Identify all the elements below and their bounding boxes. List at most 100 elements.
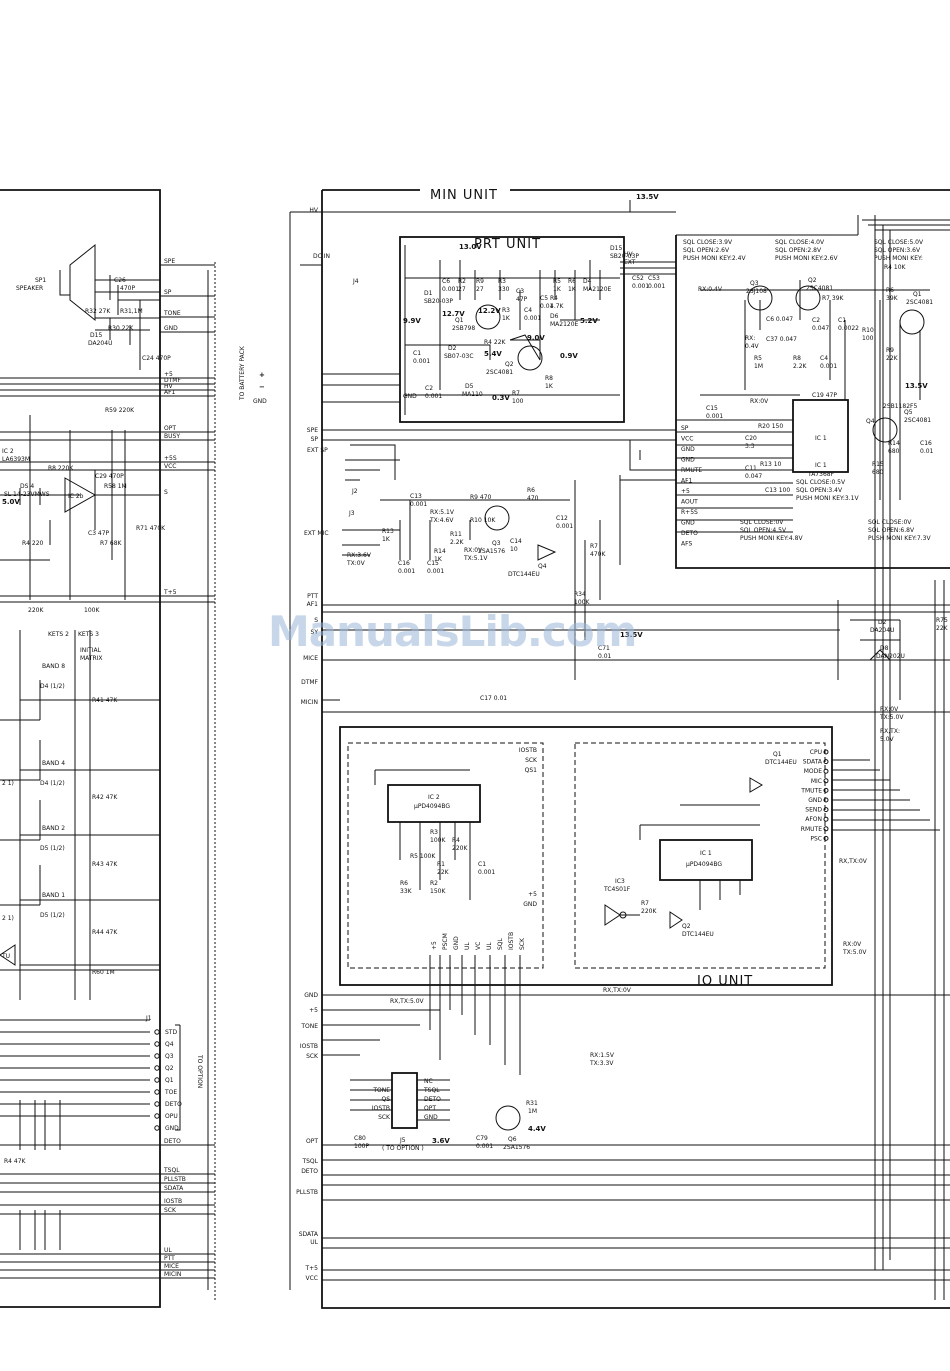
min-left-signal-label: VCC (306, 1275, 318, 1282)
q2-prt-value: 2SC4081 (486, 369, 513, 376)
r7-prt-label: R7 (512, 390, 520, 397)
r14-value: 680 (888, 448, 900, 455)
r10-value: 100 (862, 335, 874, 342)
band2-label: BAND 2 (42, 825, 65, 832)
q5-label: Q5 (904, 409, 913, 416)
d5a-label: D5 (1/2) (40, 845, 65, 852)
io-left-signal-label: SCK (525, 757, 538, 764)
io-bottom-signal-label: GND (453, 936, 460, 950)
rx04c-note: 0.4V (745, 343, 760, 350)
c37-label: C37 0.047 (766, 336, 797, 343)
j5-label: J5 (399, 1137, 406, 1144)
left-bottom-signal-label: DETO (164, 1138, 181, 1145)
d8-value: DAN202U (876, 653, 905, 660)
sql-note-line: PUSH MONI KEY: (874, 255, 923, 262)
voltage-13-5-top: 13.5V (636, 193, 659, 201)
io-bottom-signal-label: IOSTB (508, 932, 515, 950)
left-bottom-signal-label: MICE (164, 1263, 179, 1270)
r9-value: 27 (476, 286, 484, 293)
left-signal-label: +5 (164, 371, 173, 378)
c15-io-label: C15 (427, 560, 439, 567)
q3-io-value: 2SA1576 (478, 548, 505, 555)
r6-470-label: R6 (527, 487, 535, 494)
min-left-signal-label: S (314, 617, 318, 624)
c12-value: 0.001 (556, 523, 573, 530)
sql-note-line: PUSH MONI KEY:2.6V (775, 255, 838, 262)
c4-prt-label: C4 (524, 307, 532, 314)
r6-39k-value: 39K (886, 295, 899, 302)
r2-value: 27 (458, 286, 466, 293)
q1-io-value: DTC144EU (765, 759, 797, 766)
watermark: ManualsLib.com (268, 607, 636, 656)
j5-left-pin-label: SCK (378, 1114, 391, 1121)
r7-io-label: R7 (641, 900, 649, 907)
c11-label: C11 (745, 465, 757, 472)
io-unit-labels: IC 2 μPD4094BG IC 1 μPD4094BG Q1 DTC144E… (354, 751, 797, 1152)
q2-prt-label: Q2 (505, 361, 514, 368)
j1-pin (154, 1053, 160, 1059)
ic2-io-part: μPD4094BG (414, 803, 450, 810)
rxtx50-note: RX,TX:5.0V (390, 998, 425, 1005)
j1-pin-label: Q2 (165, 1065, 174, 1072)
r7-39k-label: R7 39K (822, 295, 845, 302)
kets3-label: KETS 3 (78, 631, 99, 638)
io-bottom-signal-label: PSCM (442, 933, 449, 950)
c14-value: 10 (510, 546, 518, 553)
min-bus-signal-label: DETO (681, 530, 698, 537)
left-bottom-signal-label: PTT (164, 1255, 175, 1262)
left-signal-label: TONE (163, 310, 181, 317)
sql-note-line: SQL CLOSE:4.0V (775, 239, 825, 246)
j1-pin (154, 1077, 160, 1083)
left-signal-label: DTMF (164, 377, 181, 384)
r14-min-value: 1K (434, 556, 443, 563)
r60-label: R60 1M (92, 969, 115, 976)
r32-label: R32 27K (85, 308, 111, 315)
c21-label: 2 1) (2, 780, 14, 787)
left-bottom-signal-label: UL (164, 1247, 172, 1254)
matrix-label: MATRIX (80, 655, 103, 662)
r7-prt-value: 100 (512, 398, 524, 405)
min-left-signal-label: DTMF (301, 679, 318, 686)
r1-io-value: 22K (437, 869, 450, 876)
voltage-5-4: 5.4V (484, 350, 502, 358)
j1-pin-label: Q1 (165, 1077, 174, 1084)
io-bottom-signal-label: SQL (497, 937, 504, 950)
r5-io-label: R5 100K (410, 853, 436, 860)
r9-470-label: R9 470 (470, 494, 492, 501)
min-bus-signal-label: R+5S (681, 509, 698, 516)
r71-label: R71 470K (136, 525, 166, 532)
q2-min-label: Q2 (808, 277, 817, 284)
left-board-labels: SP1 SPEAKER C26 470P R32 27K R31,1M R30 … (1, 277, 203, 1165)
voltage-13-5-mid: 13.5V (905, 382, 928, 390)
tx51-note: TX:5.1V (463, 555, 488, 562)
left-signal-label: SP (164, 289, 172, 296)
c1-min-label: C1 (838, 317, 846, 324)
prt-unit-title: PRT UNIT (474, 237, 541, 252)
c79-value: 0.001 (476, 1143, 493, 1150)
ic3-label: IC3 (615, 878, 625, 885)
min-bus-signal-label: SP (681, 425, 689, 432)
io-bottom-signal-label: +5 (431, 941, 438, 950)
ic3-part: TC4S01F (603, 886, 631, 893)
r8-prt-value: 1K (545, 383, 554, 390)
r15-value: 680 (872, 469, 884, 476)
sql-note-line: SQL CLOSE:0V (868, 519, 912, 526)
c1-prt-label: C1 (413, 350, 421, 357)
sql-note-line: SQL CLOSE:3.9V (683, 239, 733, 246)
r44-label: R44 47K (92, 929, 118, 936)
q3-io-label: Q3 (492, 540, 501, 547)
r4-prt-value: 4.7K (550, 303, 565, 310)
c3-prt-label: C3 (516, 288, 524, 295)
to-battery-label: TO BATTERY PACK (239, 345, 246, 401)
c14-label: C14 (510, 538, 522, 545)
left-bottom-signal-label: IOSTB (164, 1198, 182, 1205)
j1-pin-label: Q3 (165, 1053, 174, 1060)
speaker-label-2: SPEAKER (16, 285, 43, 292)
ext-mic-label: EXT MIC (304, 530, 329, 537)
ic1-min-label: IC 1 (815, 435, 827, 442)
d15-top-value: SB20-03P (610, 253, 639, 260)
rx51-note: RX:5.1V (430, 509, 455, 516)
